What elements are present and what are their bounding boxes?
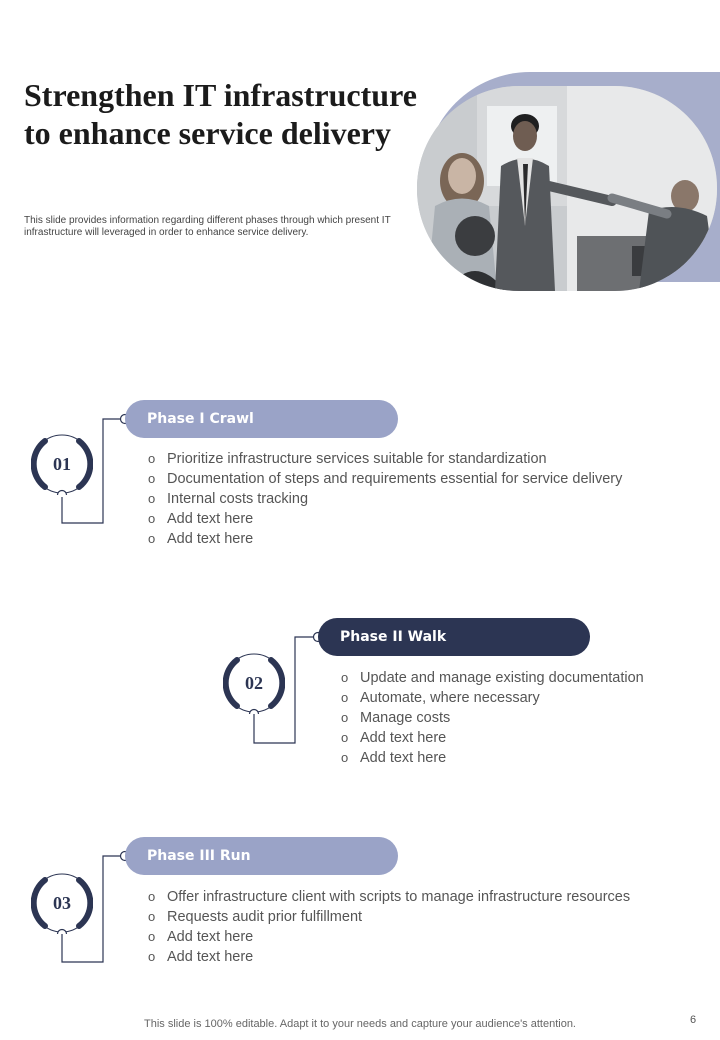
phase-3-number: 03 — [53, 892, 71, 913]
bullet-marker: o — [148, 491, 156, 506]
bullet-marker: o — [148, 531, 156, 546]
phase-3-label: Phase III Run — [147, 848, 251, 864]
phase-1-number: 01 — [53, 453, 71, 474]
phase-1-pill: Phase I Crawl — [125, 400, 398, 438]
footer-note: This slide is 100% editable. Adapt it to… — [144, 1018, 576, 1030]
phase-3-number-badge: 03 — [31, 872, 93, 934]
page-subtitle: This slide provides information regardin… — [24, 215, 391, 238]
bullet-marker: o — [148, 889, 156, 904]
bullet-marker: o — [148, 909, 156, 924]
phase-3-pill: Phase III Run — [125, 837, 398, 875]
bullet-marker: o — [148, 949, 156, 964]
bullet-marker: o — [341, 710, 349, 725]
bullet-marker: o — [148, 451, 156, 466]
phase-1-number-badge: 01 — [31, 433, 93, 495]
phase-2-pill: Phase II Walk — [318, 618, 590, 656]
bullet-marker: o — [341, 690, 349, 705]
phase-2-number: 02 — [245, 672, 263, 693]
bullet-marker: o — [148, 929, 156, 944]
bullet-marker: o — [148, 511, 156, 526]
page-number: 6 — [690, 1014, 697, 1026]
hero-photo-frame — [415, 72, 720, 292]
bullet-marker: o — [341, 750, 349, 765]
team-meeting-photo — [417, 86, 717, 291]
bullet-marker: o — [341, 730, 349, 745]
bullet-marker: o — [148, 471, 156, 486]
bullet-marker: o — [341, 670, 349, 685]
phase-2-number-badge: 02 — [223, 652, 285, 714]
page-title: Strengthen IT infrastructure to enhance … — [24, 77, 417, 151]
phase-1-label: Phase I Crawl — [147, 411, 254, 427]
phase-2-label: Phase II Walk — [340, 629, 447, 645]
